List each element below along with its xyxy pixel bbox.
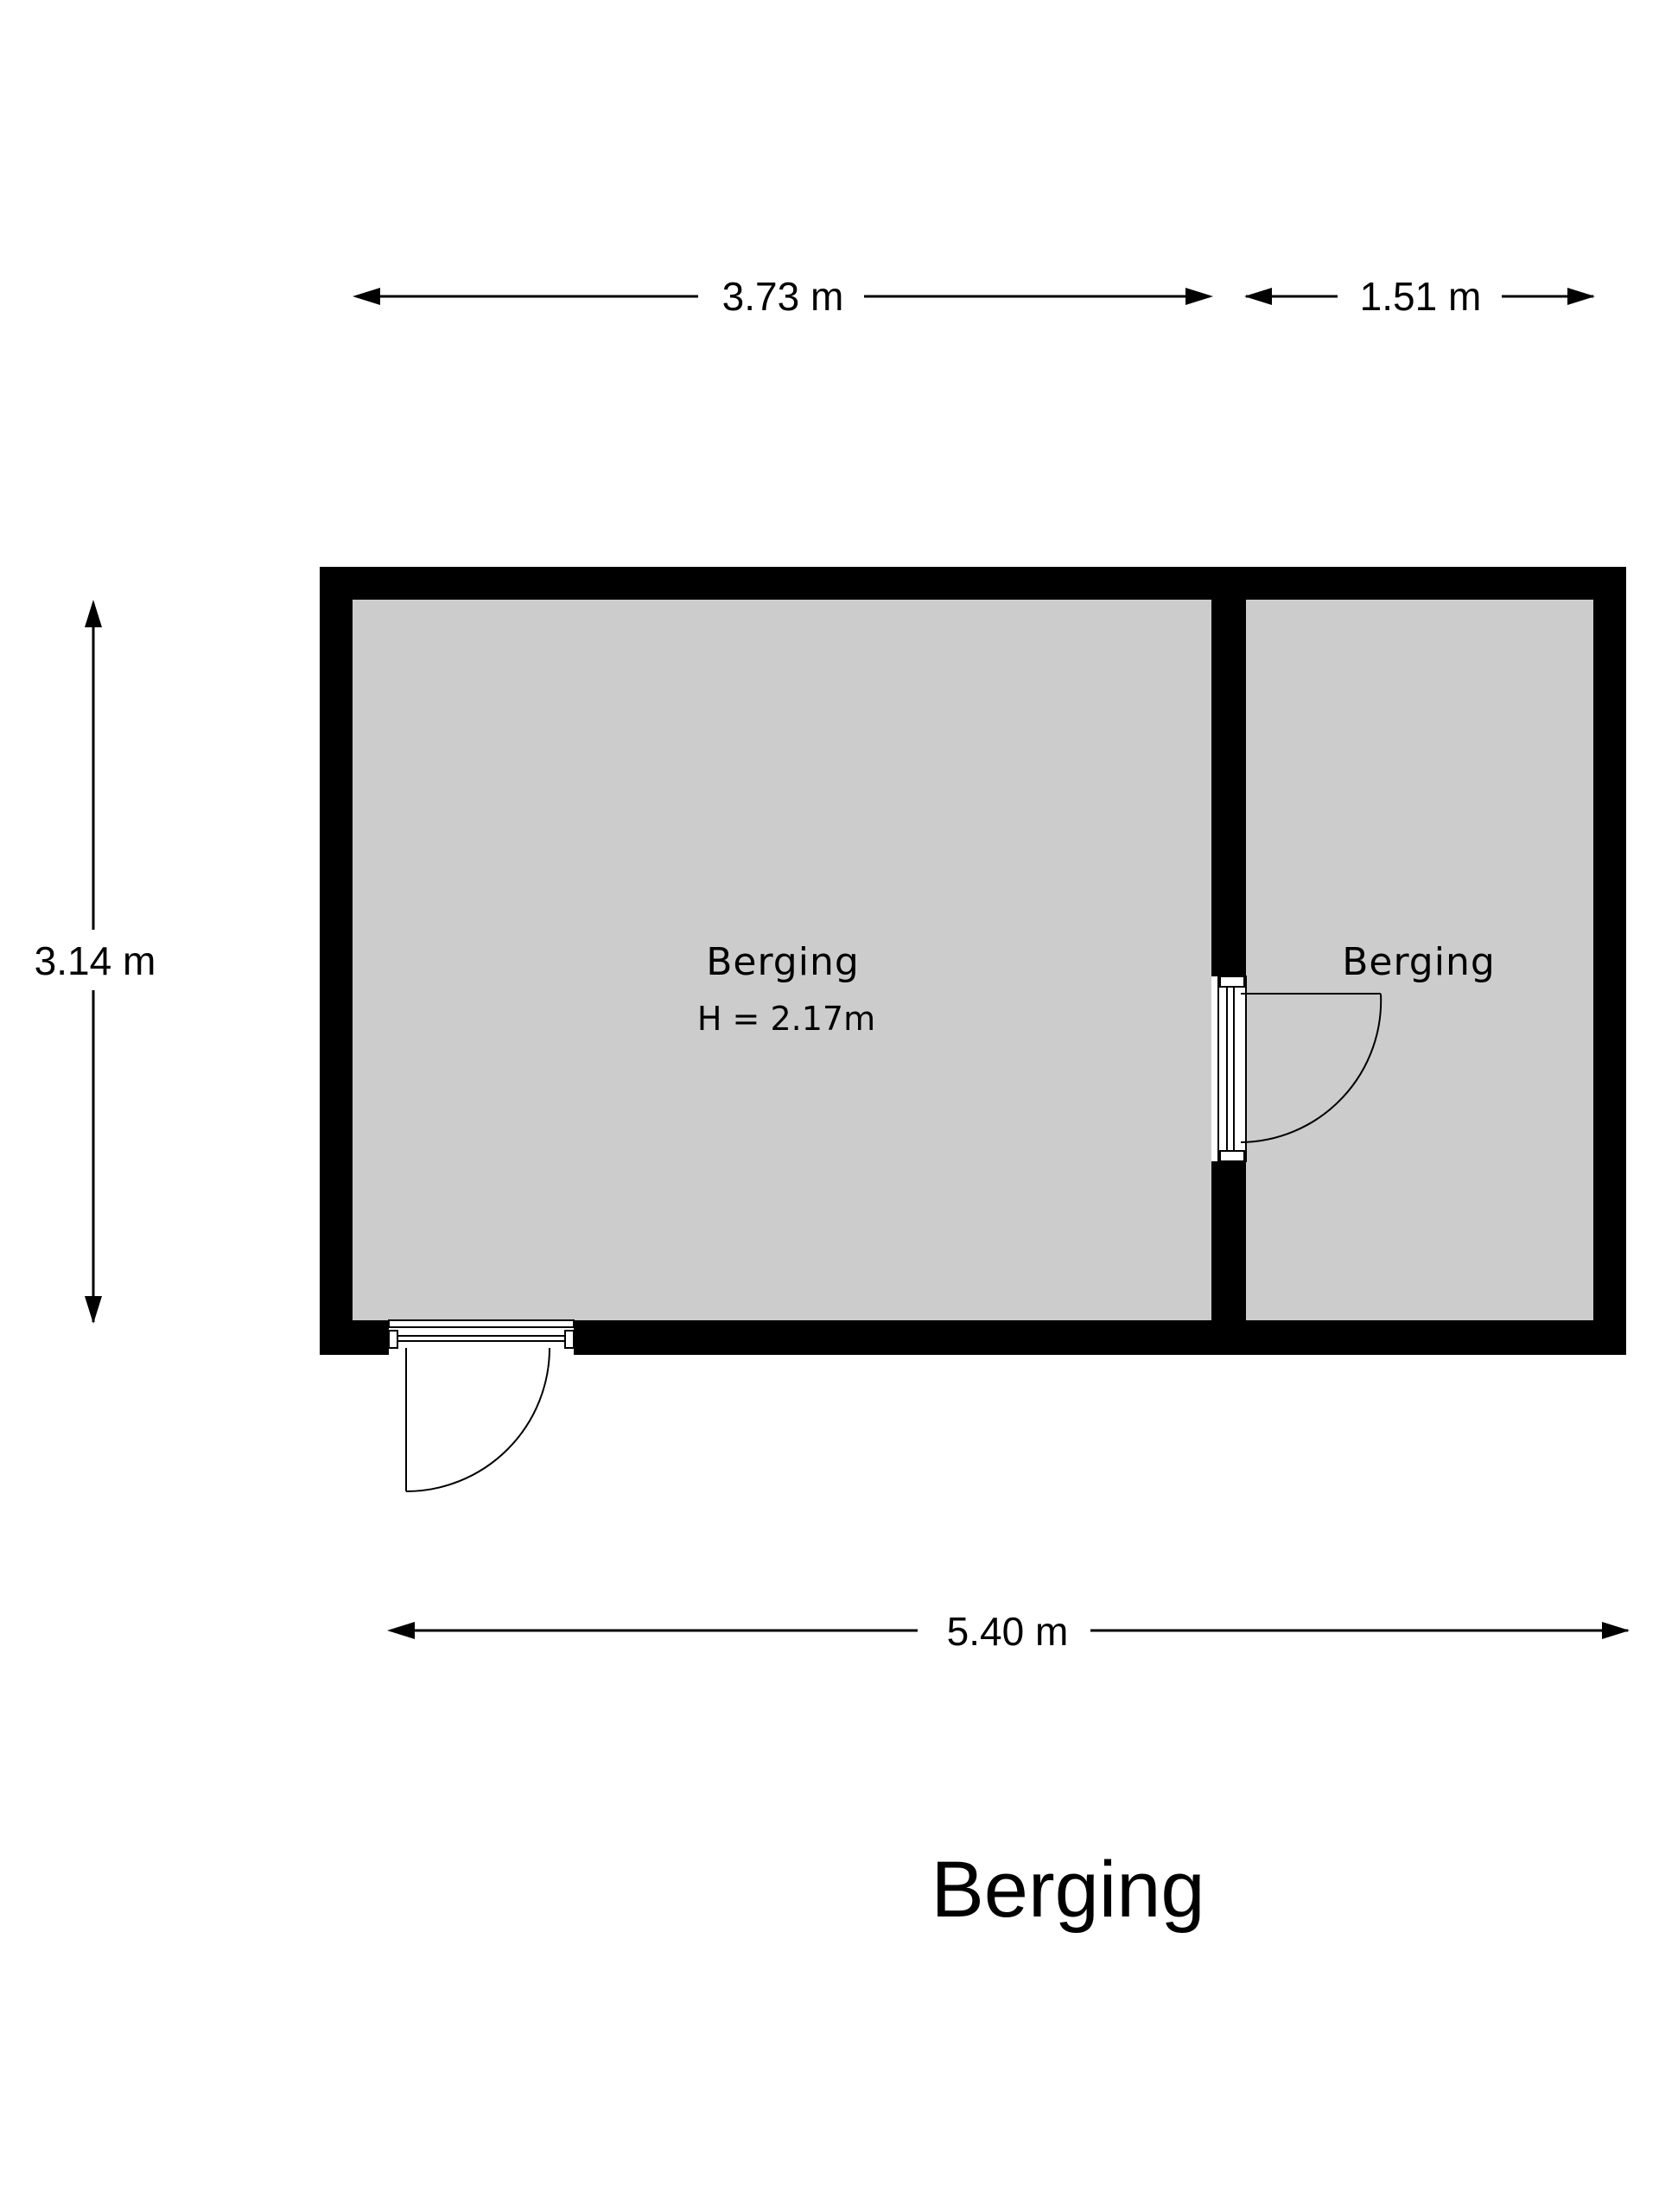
wall-right [1593,567,1626,1355]
room-label-side: Berging [1342,940,1496,984]
door-stop [564,1330,575,1349]
floor-main-room [353,600,1211,1320]
arrow-down-icon [85,1296,102,1324]
dimension-top-right: 1.51 m [1244,274,1595,319]
arrow-left-icon [353,288,380,305]
wall-partition-upper [1211,600,1246,976]
arrow-left-icon [1244,288,1272,305]
dimension-left: 3.14 m [35,600,156,1324]
arrow-left-icon [387,1622,415,1639]
door-stop [388,1330,398,1349]
arrow-right-icon [1185,288,1213,305]
door-swing-arc [1240,993,1382,1143]
door-swing-arc [405,1347,550,1492]
room-label-main: Berging [706,940,860,984]
floor-side-room [1246,600,1593,1320]
dimension-label: 3.73 m [722,274,844,319]
dimension-label: 3.14 m [35,938,156,983]
dimension-bottom: 5.40 m [387,1609,1630,1654]
wall-bottom-left [320,1320,389,1355]
wall-bottom-right [574,1320,1626,1355]
door-interior [1211,976,1382,1162]
dimension-label: 1.51 m [1360,274,1482,319]
arrow-right-icon [1567,288,1595,305]
walls [320,567,1626,1355]
wall-left [320,567,353,1355]
door-stop [1219,1150,1245,1162]
wall-partition-lower [1211,1161,1246,1320]
door-exterior [388,1319,575,1492]
room-height-main: H = 2.17m [697,1000,875,1038]
door-jamb [388,1319,575,1328]
plan-title: Berging [931,1846,1205,1934]
door-opening [389,1320,574,1355]
door-opening [1211,976,1246,1161]
wall-top [320,567,1626,600]
dimension-top-left: 3.73 m [353,274,1213,319]
door-stop [1219,976,1245,988]
dimension-label: 5.40 m [947,1609,1069,1654]
arrow-up-icon [85,600,102,627]
arrow-right-icon [1602,1622,1630,1639]
